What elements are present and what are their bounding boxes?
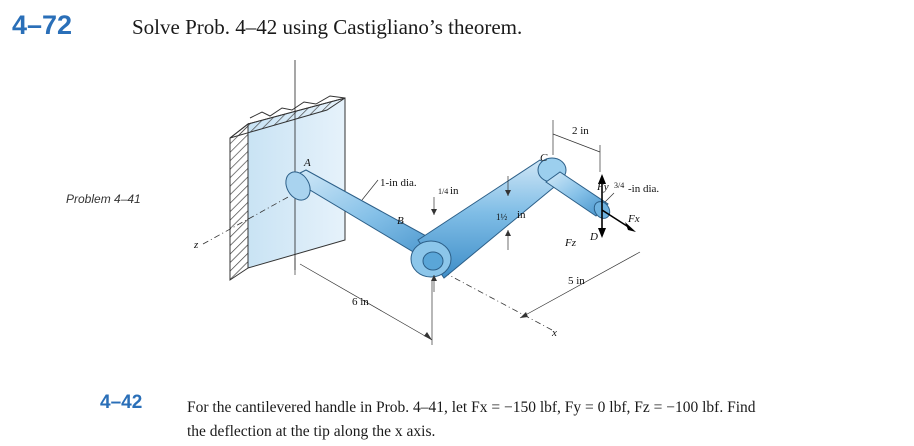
- label-three-quarter-dia: -in dia.: [628, 183, 659, 195]
- label-2in: 2 in: [572, 125, 589, 137]
- label-x-axis: x: [551, 327, 557, 339]
- label-fx: Fx: [627, 213, 640, 225]
- problem-statement-4-72: Solve Prob. 4–42 using Castigliano’s the…: [132, 15, 523, 39]
- label-fz: Fz: [564, 237, 577, 249]
- figure-reference: Problem 4–41: [66, 192, 141, 206]
- label-z-axis: z: [193, 239, 199, 251]
- statement-line-1: For the cantilevered handle in Prob. 4–4…: [187, 399, 756, 416]
- problem-number-4-72: 4–72: [12, 10, 73, 40]
- label-1in-dia: 1-in dia.: [380, 177, 417, 189]
- label-quarter-in: in: [450, 185, 459, 197]
- label-one-half-frac: 1½: [496, 212, 508, 222]
- label-three-quarter-frac: 3/4: [614, 181, 624, 190]
- rod-ab: [285, 169, 449, 263]
- z-axis-line: [202, 195, 291, 245]
- cantilever-handle-figure: A B C D 1-in dia. 1/4 in 1½ in 2 in Fy 3…: [193, 60, 659, 345]
- label-d: D: [589, 231, 598, 243]
- dimension-arrowheads: [424, 190, 528, 340]
- crank-plate: [410, 157, 567, 279]
- label-quarter-frac: 1/4: [438, 187, 448, 196]
- dimension-lines: [294, 120, 641, 345]
- problem-statement-4-42: For the cantilevered handle in Prob. 4–4…: [187, 396, 887, 444]
- statement-line-2: the deflection at the tip along the x ax…: [187, 423, 436, 440]
- problem-number-4-42: 4–42: [100, 392, 143, 413]
- label-c: C: [540, 152, 548, 164]
- x-axis-line: [431, 265, 553, 331]
- force-arrows: [598, 174, 636, 238]
- label-fy: Fy: [596, 181, 609, 193]
- label-5in: 5 in: [568, 275, 585, 287]
- label-a: A: [303, 157, 311, 169]
- label-6in: 6 in: [352, 296, 369, 308]
- label-one-half-in: in: [517, 209, 526, 221]
- label-b: B: [397, 215, 404, 227]
